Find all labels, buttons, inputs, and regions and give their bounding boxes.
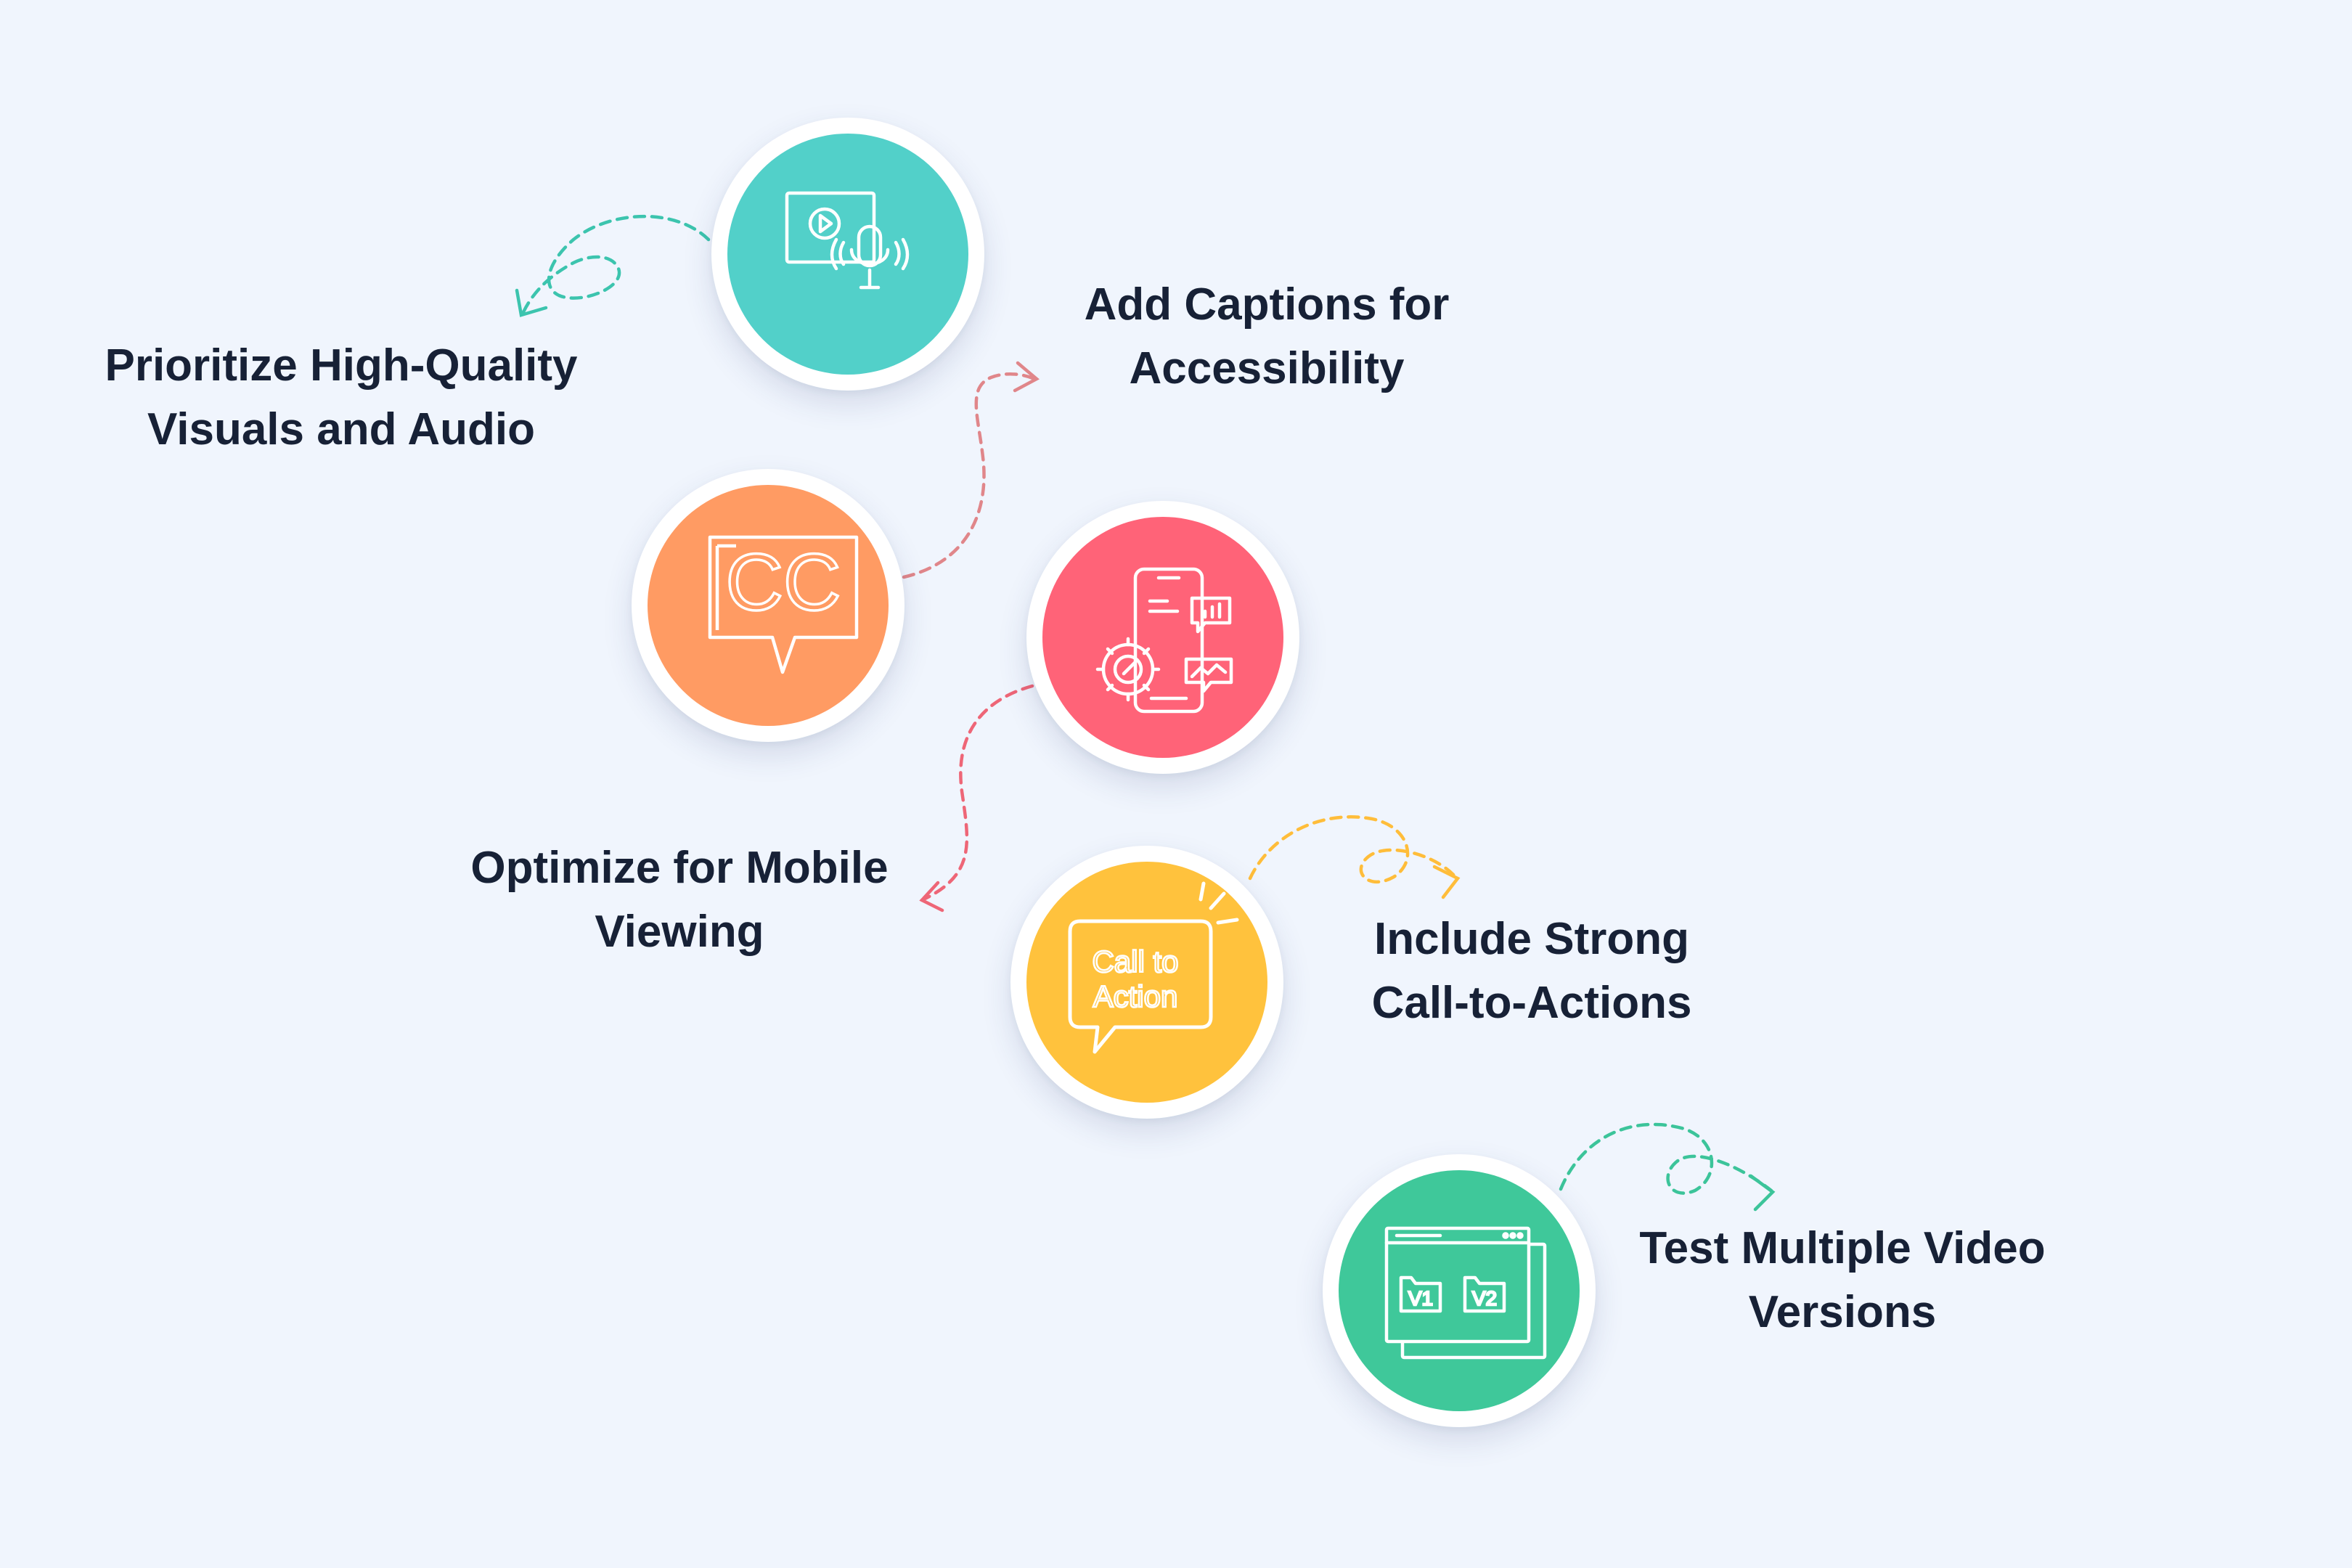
svg-text:V1: V1 (1408, 1287, 1433, 1310)
step-node-mobile (1026, 501, 1299, 774)
closed-captions-icon: CC (708, 535, 859, 674)
connector-mobile (919, 684, 1034, 912)
mobile-optimization-icon (1095, 567, 1233, 714)
video-microphone-icon (785, 191, 910, 290)
step-node-cta: Call to Action (1010, 846, 1283, 1119)
svg-text:Action: Action (1093, 979, 1178, 1013)
step-disc: V1 V2 (1339, 1170, 1580, 1411)
step-disc (727, 134, 968, 375)
video-versions-icon: V1 V2 (1384, 1226, 1547, 1360)
step-node-versions: V1 V2 (1323, 1154, 1596, 1427)
connector-captions (902, 361, 1040, 579)
step-disc: CC (648, 485, 889, 726)
svg-text:CC: CC (726, 538, 841, 627)
svg-text:Call to: Call to (1092, 944, 1178, 979)
step-node-visuals-audio (711, 118, 984, 391)
step-disc: Call to Action (1026, 862, 1267, 1103)
svg-text:V2: V2 (1472, 1287, 1497, 1310)
step-node-captions: CC (632, 469, 905, 742)
connector-versions (1559, 1122, 1776, 1212)
connector-visuals-audio (515, 214, 711, 317)
connector-cta (1248, 815, 1461, 899)
step-disc (1042, 517, 1283, 758)
call-to-action-icon: Call to Action (1068, 881, 1239, 1054)
